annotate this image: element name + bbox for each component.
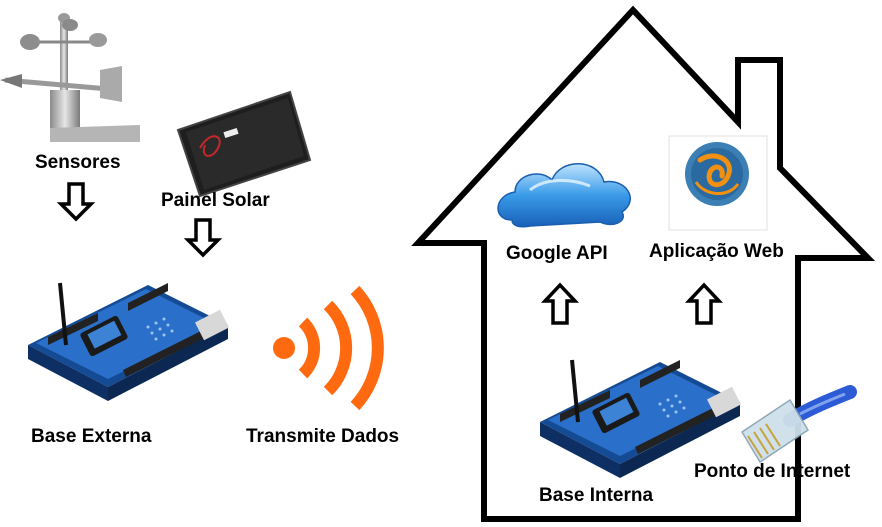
arrow-down-icon [59,182,93,221]
cloud-icon [497,163,631,228]
aplicacao-web-label: Aplicação Web [649,241,784,262]
base-interna-label: Base Interna [539,485,654,506]
sensors-label: Sensores [35,152,121,173]
transmite-dados-label: Transmite Dados [246,426,400,447]
arduino-board-icon [26,281,232,403]
base-externa-label: Base Externa [31,426,152,447]
arrow-down-icon [186,218,220,257]
solar-panel-icon [176,90,312,198]
mysql-logo-icon [668,135,768,231]
solar-panel-label: Painel Solar [161,190,270,211]
ponto-internet-label: Ponto de Internet [694,461,851,482]
google-api-label: Google API [506,243,608,264]
arrow-up-icon [543,283,577,325]
arrow-up-icon [687,283,721,325]
anemometer-icon [0,13,140,142]
wireless-signal-icon [273,285,384,411]
house-outline [411,5,876,522]
ethernet-cable-icon [740,385,857,464]
